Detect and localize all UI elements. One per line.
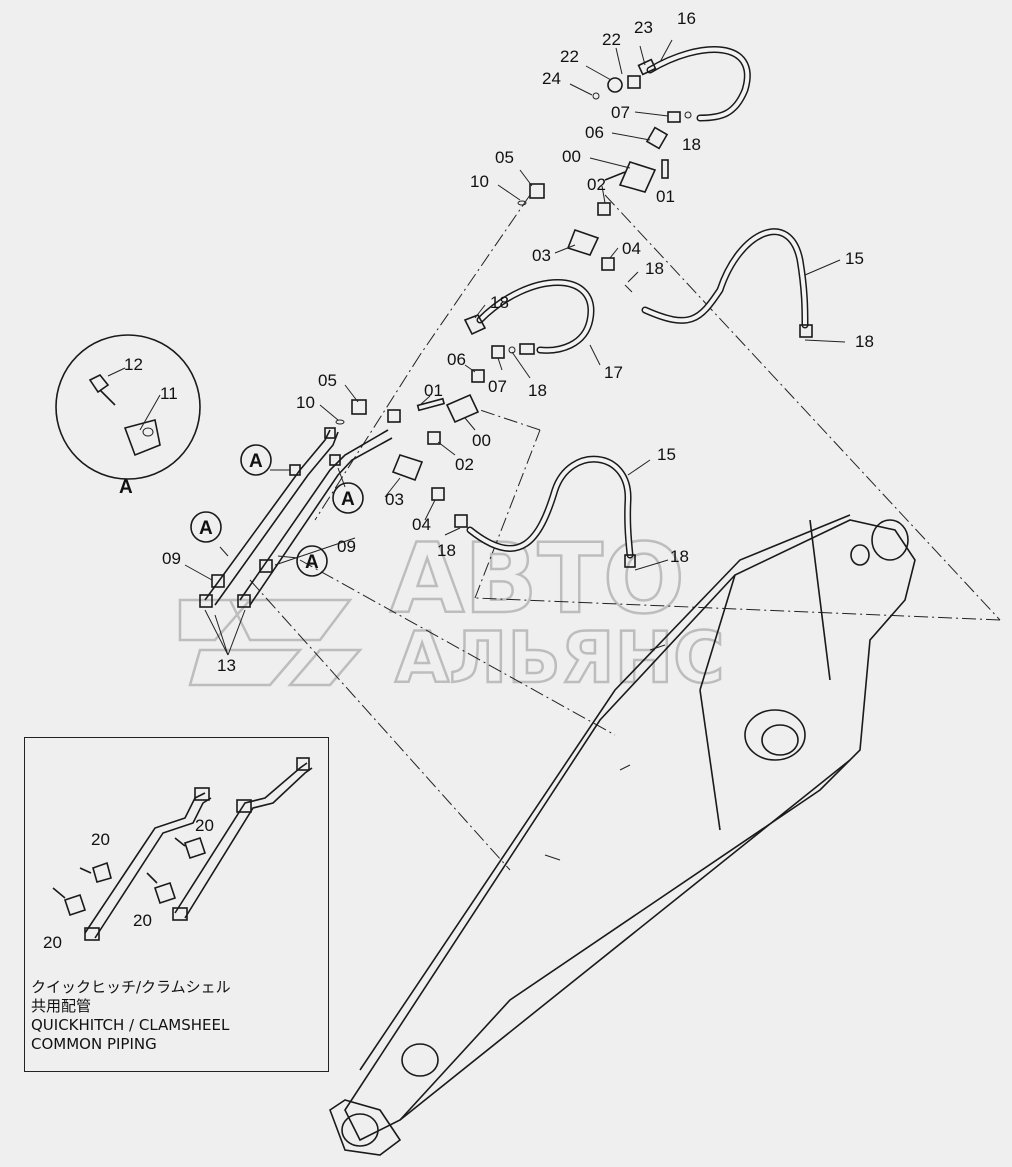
caption-line-jp1: クイックヒッチ/クラムシェル (31, 978, 231, 996)
part-label: 15 (657, 445, 676, 464)
part-label: 18 (528, 381, 547, 400)
part-label: 01 (656, 187, 675, 206)
part-label: 18 (670, 547, 689, 566)
part-label: 07 (488, 377, 507, 396)
inset-panel: 20 20 20 20 クイックヒッチ/クラムシェル 共用配管 QUICKHIT… (24, 737, 329, 1072)
pipes (199, 427, 393, 656)
callout-a: A (305, 552, 319, 573)
part-label: 03 (385, 490, 404, 509)
detail-a-view (55, 334, 201, 480)
part-label: 06 (585, 123, 604, 142)
part-label: 18 (682, 135, 701, 154)
part-labels: 16 23 22 22 24 07 18 06 00 01 05 10 02 0… (124, 9, 874, 675)
svg-text:20: 20 (91, 830, 110, 849)
part-label: 03 (532, 246, 551, 265)
part-label: 18 (645, 259, 664, 278)
part-label: 07 (611, 103, 630, 122)
part-label: 01 (424, 381, 443, 400)
part-label: 04 (622, 239, 641, 258)
part-label: 05 (495, 148, 514, 167)
part-label: 02 (587, 175, 606, 194)
part-label: 00 (562, 147, 581, 166)
inset-drawing: 20 20 20 20 (43, 757, 313, 952)
svg-text:20: 20 (195, 816, 214, 835)
svg-text:20: 20 (43, 933, 62, 952)
caption-line-en2: COMMON PIPING (31, 1035, 157, 1053)
part-label: 09 (337, 537, 356, 556)
part-label: 23 (634, 18, 653, 37)
part-label: 18 (855, 332, 874, 351)
part-label: 18 (437, 541, 456, 560)
part-label: 10 (296, 393, 315, 412)
svg-text:20: 20 (133, 911, 152, 930)
boom-arm (329, 514, 916, 1156)
watermark-logo: АВТО АЛЬЯНС (178, 522, 726, 700)
part-label: 15 (845, 249, 864, 268)
part-label: 06 (447, 350, 466, 369)
part-label: 18 (490, 293, 509, 312)
part-label: 09 (162, 549, 181, 568)
caption-line-jp2: 共用配管 (31, 997, 92, 1015)
part-label: 02 (455, 455, 474, 474)
watermark-line1: АВТО (390, 523, 685, 635)
part-label: 17 (604, 363, 623, 382)
part-label: 22 (602, 30, 621, 49)
part-label: 22 (560, 47, 579, 66)
callout-a: A (249, 451, 263, 472)
callouts: A A A A A (119, 444, 364, 577)
watermark-line2: АЛЬЯНС (395, 617, 725, 699)
part-label: 00 (472, 431, 491, 450)
part-label: 10 (470, 172, 489, 191)
callout-a: A (199, 518, 213, 539)
leader-lines (249, 194, 1001, 871)
part-label: 16 (677, 9, 696, 28)
part-label: 12 (124, 355, 143, 374)
detail-a-label: A (119, 477, 133, 498)
part-label: 13 (217, 656, 236, 675)
part-label: 05 (318, 371, 337, 390)
caption-line-en1: QUICKHITCH / CLAMSHEEL (31, 1016, 230, 1034)
label-leaders (184, 39, 846, 581)
part-label: 04 (412, 515, 431, 534)
callout-a: A (341, 489, 355, 510)
part-label: 11 (160, 384, 178, 403)
upper-fittings (517, 58, 813, 338)
inset-caption: クイックヒッチ/クラムシェル 共用配管 QUICKHITCH / CLAMSHE… (31, 978, 321, 1054)
hoses (466, 46, 809, 559)
part-label: 24 (542, 69, 561, 88)
